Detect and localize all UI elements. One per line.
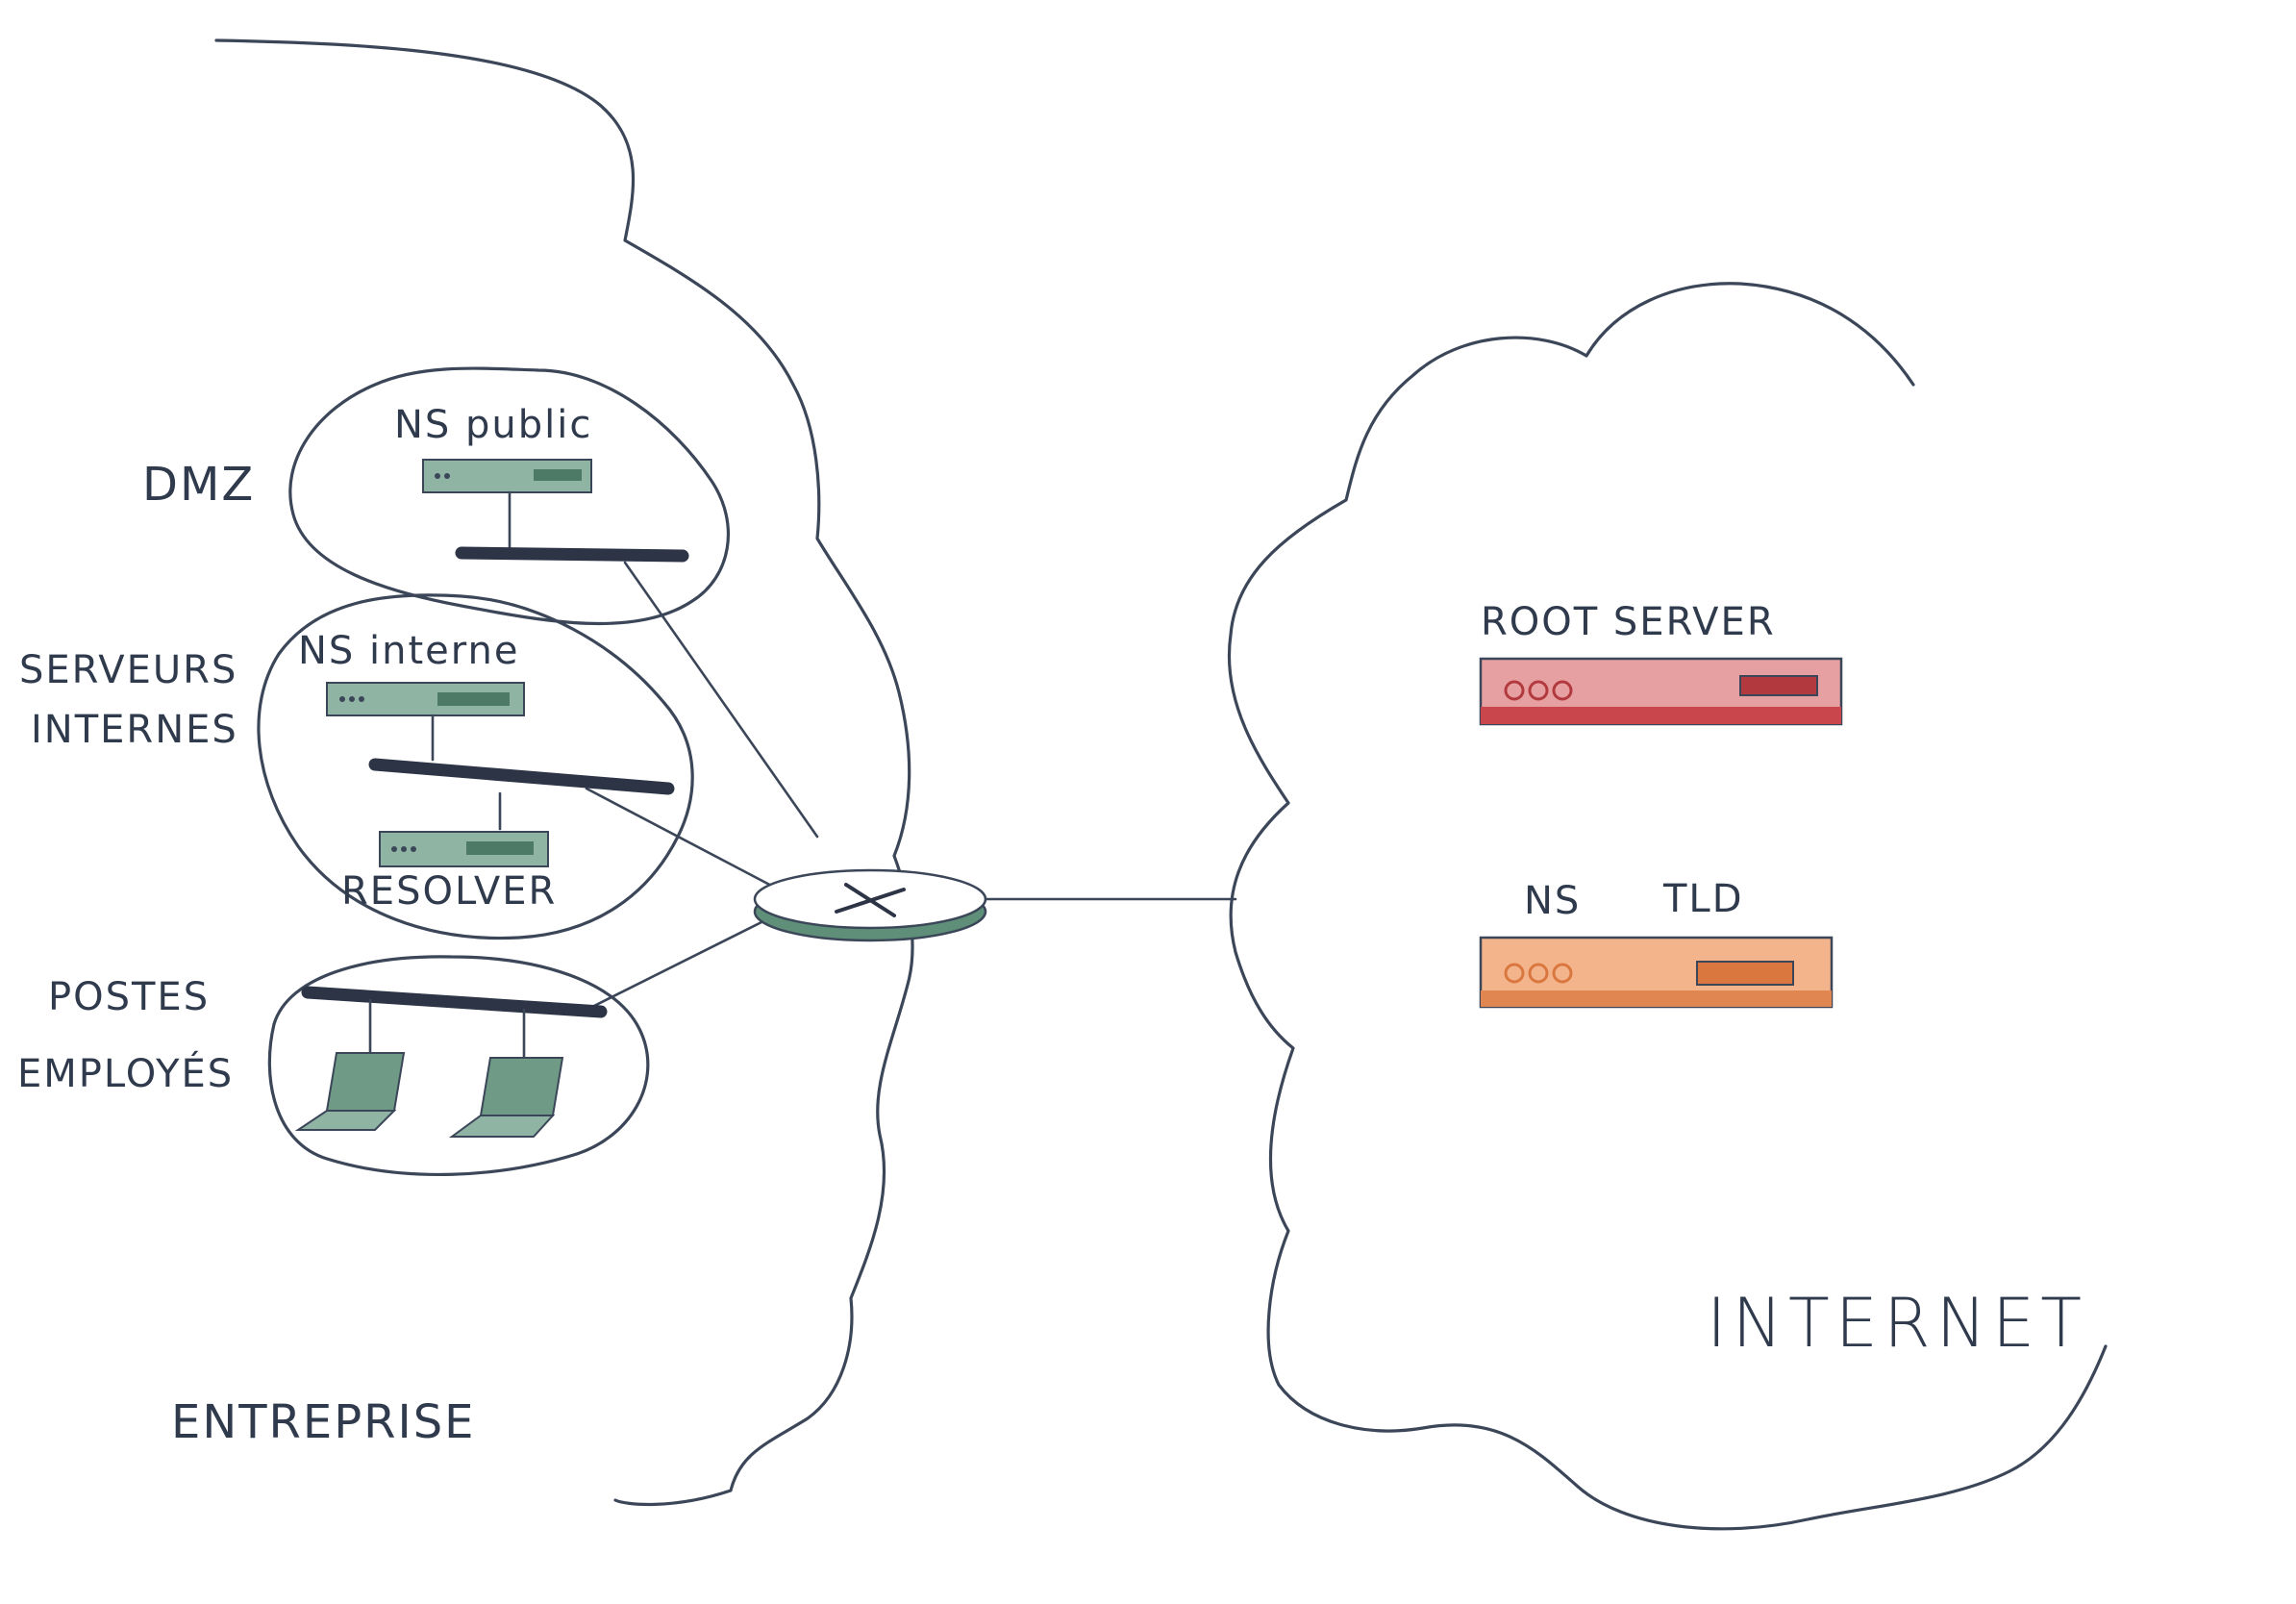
- internal-servers-zone: [257, 593, 694, 940]
- link-servers-router: [585, 787, 781, 891]
- internet-cloud: [1227, 282, 2108, 1531]
- workstations-bus: [301, 986, 608, 1018]
- enterprise-cloud: [214, 38, 914, 1507]
- link-dmz-router: [623, 561, 819, 839]
- ns-tld-label-tld: TLD: [1662, 877, 1744, 921]
- link-workstations-router: [585, 916, 771, 1012]
- dmz-label: DMZ: [142, 458, 255, 512]
- dmz-zone: [288, 366, 731, 626]
- ns-tld-server: [1479, 936, 1834, 1009]
- ns-internal-label: NS interne: [298, 629, 520, 673]
- internal-servers-label-line2: INTERNES: [31, 708, 238, 752]
- root-server-label: ROOT SERVER: [1481, 600, 1776, 644]
- employee-workstations-zone: [267, 955, 650, 1177]
- resolver-label: RESOLVER: [341, 869, 557, 914]
- internal-servers-label-line1: SERVEURS: [19, 648, 237, 692]
- servers-bus: [368, 758, 675, 795]
- enterprise-label: ENTREPRISE: [171, 1395, 475, 1449]
- laptop-2: [448, 1057, 564, 1138]
- ns-tld-label-ns: NS: [1524, 879, 1581, 923]
- router[interactable]: [753, 868, 987, 942]
- internet-label: INTERNET: [1707, 1284, 2087, 1363]
- ns-internal-server: [326, 682, 525, 716]
- employee-workstations-label-line1: POSTES: [48, 975, 210, 1019]
- ns-public-label: NS public: [394, 403, 592, 447]
- ns-public-server: [422, 459, 592, 493]
- laptop-1: [294, 1052, 406, 1131]
- root-server: [1479, 657, 1843, 726]
- resolver-server: [379, 831, 549, 867]
- employee-workstations-label-line2: EMPLOYÉS: [17, 1050, 234, 1096]
- dmz-bus: [455, 546, 689, 563]
